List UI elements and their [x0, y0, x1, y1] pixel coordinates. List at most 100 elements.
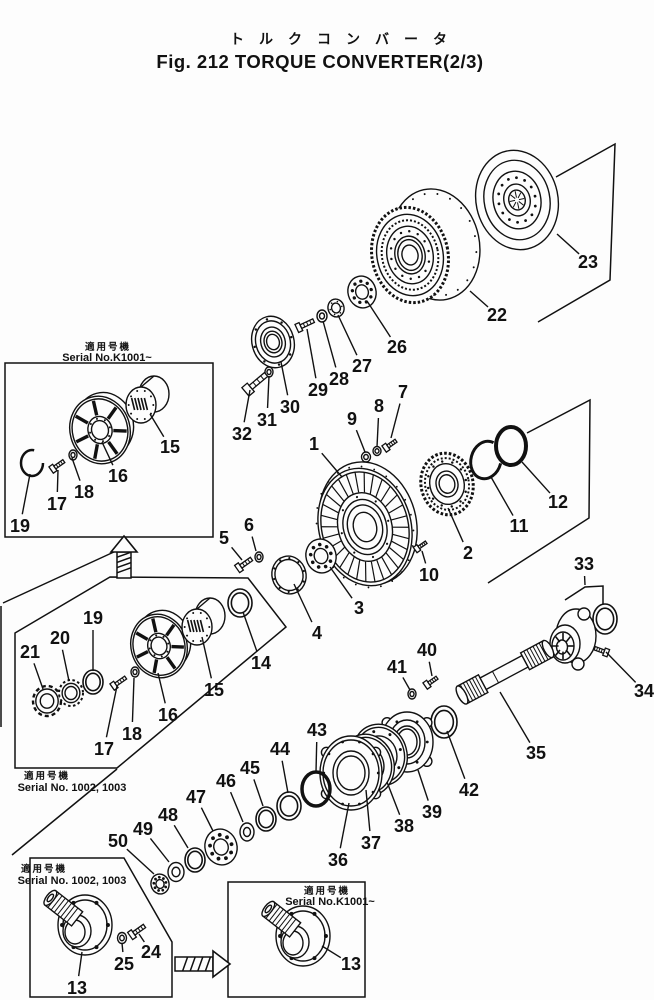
ring-48 — [184, 847, 206, 873]
yoke-assembly — [549, 607, 597, 671]
callout-15: 15 — [149, 413, 180, 457]
ring-49 — [167, 861, 185, 883]
callout-12: 12 — [521, 461, 568, 512]
callout-34: 34 — [605, 651, 654, 701]
callout-3: 3 — [329, 566, 364, 618]
callout-25: 25 — [114, 942, 134, 974]
callout-40: 40 — [417, 640, 437, 677]
callout-50: 50 — [108, 831, 155, 875]
callouts-layer: 1234567891011121313141516171819151617181… — [10, 233, 654, 998]
part-number-label: 14 — [251, 653, 271, 673]
seal-ring-33 — [592, 603, 618, 635]
washer-25 — [116, 931, 128, 945]
title-block: トルクコンバータ Fig. 212 TORQUE CONVERTER(2/3) … — [18, 31, 484, 908]
part-number-label: 32 — [232, 424, 252, 444]
callout-30: 30 — [280, 361, 300, 417]
bolt-17 — [109, 675, 128, 692]
flange-30 — [250, 315, 296, 369]
washer-18 — [130, 666, 140, 678]
bolt-5 — [233, 556, 254, 574]
bolt-29 — [294, 317, 316, 334]
callout-13: 13 — [321, 945, 361, 974]
callout-8: 8 — [374, 396, 384, 448]
callout-18: 18 — [71, 457, 94, 502]
serial-label-jp-bottom-left: 適用号機 — [21, 863, 67, 875]
part-number-label: 45 — [240, 758, 260, 778]
callout-45: 45 — [240, 758, 264, 807]
part-number-label: 23 — [578, 252, 598, 272]
serial-label-top-left: Serial No.K1001~ — [62, 352, 152, 364]
serial-box-top-left — [4, 362, 214, 538]
snap-ring-19 — [19, 448, 45, 478]
serial-label-jp-top-left: 適用号機 — [85, 341, 131, 353]
part-number-label: 4 — [312, 623, 322, 643]
callout-27: 27 — [337, 314, 372, 376]
callout-38: 38 — [386, 781, 414, 836]
ring-42 — [430, 705, 458, 739]
gear-2 — [419, 451, 475, 517]
figure-title-japanese: トルクコンバータ — [230, 31, 462, 47]
serial-box-bottom-left — [29, 857, 173, 998]
serial-box-mid-left — [14, 576, 288, 769]
part-number-label: 16 — [108, 466, 128, 486]
bolt-40 — [422, 675, 439, 691]
part-number-label: 30 — [280, 397, 300, 417]
part-number-label: 15 — [160, 437, 180, 457]
bearing-26 — [347, 275, 377, 309]
stator-16 — [130, 609, 192, 679]
part-number-label: 20 — [50, 628, 70, 648]
callout-28: 28 — [322, 320, 349, 389]
callout-19: 19 — [10, 473, 31, 536]
serial-label-mid-left: Serial No. 1002, 1003 — [18, 782, 127, 794]
washer-6 — [254, 551, 264, 563]
part-number-label: 10 — [419, 565, 439, 585]
part-number-label: 43 — [307, 720, 327, 740]
ring-46 — [239, 822, 255, 842]
callout-46: 46 — [216, 771, 244, 823]
bolt-10 — [412, 540, 428, 554]
part-number-label: 15 — [204, 680, 224, 700]
part-number-label: 11 — [509, 516, 528, 536]
coupling-hub-13 — [43, 889, 113, 956]
part-number-label: 40 — [417, 640, 437, 660]
part-number-label: 48 — [158, 805, 178, 825]
part-number-label: 16 — [158, 705, 178, 725]
bolt-17 — [48, 458, 66, 475]
part-number-label: 29 — [308, 380, 328, 400]
o-ring-12 — [494, 425, 528, 467]
arrows-layer — [109, 534, 232, 979]
pump-wheel-23 — [474, 149, 560, 251]
callout-10: 10 — [419, 550, 439, 585]
boundary-line-2 — [487, 398, 591, 584]
cup-44 — [276, 791, 302, 821]
serial-label-jp-bottom-right: 適用号機 — [304, 885, 350, 897]
callout-48: 48 — [158, 805, 189, 849]
up-arrow-icon — [109, 534, 139, 579]
callout-41: 41 — [387, 657, 411, 691]
part-number-label: 13 — [341, 954, 361, 974]
stud-34 — [593, 645, 611, 658]
figure-title: Fig. 212 TORQUE CONVERTER(2/3) — [156, 51, 483, 72]
washer-28 — [316, 309, 328, 323]
part-number-label: 9 — [347, 409, 357, 429]
callout-47: 47 — [186, 787, 214, 832]
callout-16: 16 — [101, 441, 128, 486]
hub-27 — [327, 298, 345, 318]
bearing-50 — [150, 873, 170, 895]
serial-label-bottom-left: Serial No. 1002, 1003 — [18, 875, 127, 887]
boundary-line-4 — [2, 550, 117, 604]
callout-44: 44 — [270, 739, 290, 794]
part-number-label: 27 — [352, 356, 372, 376]
part-number-label: 21 — [20, 642, 40, 662]
boundary-line-1 — [537, 142, 616, 323]
bearing-47 — [204, 828, 238, 866]
part-number-label: 38 — [394, 816, 414, 836]
callout-5: 5 — [219, 528, 243, 561]
part-number-label: 6 — [244, 515, 254, 535]
converter-assembly-22 — [370, 188, 481, 305]
roller-bearing-15 — [125, 375, 170, 424]
castle-nut-21 — [31, 684, 63, 718]
part-number-label: 5 — [219, 528, 229, 548]
